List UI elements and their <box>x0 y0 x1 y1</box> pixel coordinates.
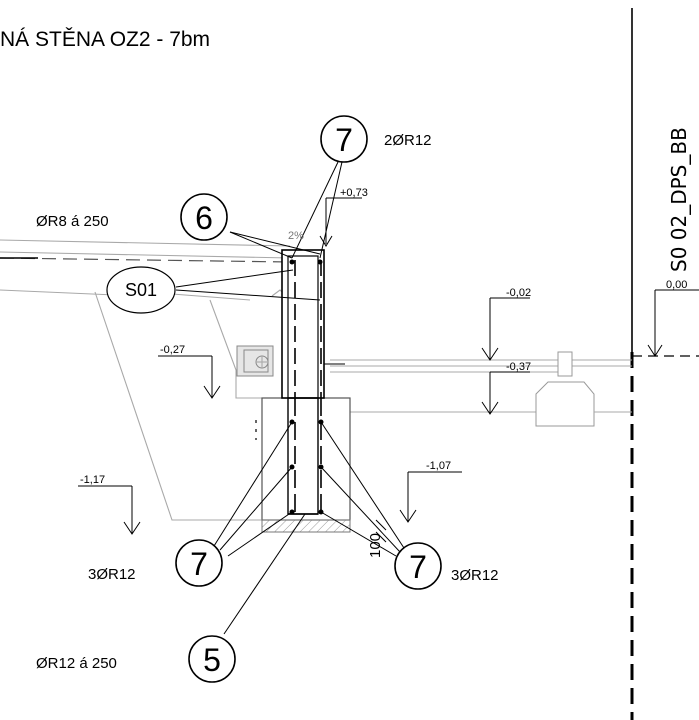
level-road-label: -0,02 <box>506 287 531 299</box>
lean-concrete-layer <box>261 519 351 533</box>
level-rail-label: -0,37 <box>506 361 531 373</box>
leader-7-left-b <box>219 466 293 551</box>
left-wall-face <box>209 299 262 399</box>
level-left-bottom-label: -1,17 <box>80 474 105 486</box>
callout-circle-5 <box>188 635 236 683</box>
level-right-bottom-label: -1,07 <box>426 460 451 472</box>
leader-7-top-a <box>291 161 339 259</box>
level-right-bottom-arrow <box>399 509 417 523</box>
left-earth-slope <box>94 291 262 521</box>
dim-tick-a <box>375 519 387 531</box>
label-stirrup-top: ØR8 á 250 <box>36 213 109 230</box>
side-label: S0 02_DPS_BB <box>667 127 691 272</box>
dim-tick-b <box>375 531 387 543</box>
label-stirrup-bottom: ØR12 á 250 <box>36 655 117 672</box>
rebar-dot <box>317 259 323 265</box>
leader-s01-a <box>175 269 294 288</box>
drain-box <box>236 345 274 377</box>
label-slope: 2% <box>288 230 304 242</box>
callout-7-right: 7 <box>409 549 427 585</box>
section-mark: S01 <box>125 280 157 300</box>
section-mark-circle <box>106 266 176 314</box>
label-top-count: 2ØR12 <box>384 132 432 149</box>
leader-s01-b <box>175 289 321 301</box>
level-left-bottom-arrow <box>123 521 141 535</box>
rail-post <box>557 351 573 377</box>
callout-circle-7-right <box>394 542 442 590</box>
leader-7-left-c <box>227 511 293 557</box>
leader-5 <box>223 513 306 635</box>
leader-7-right-b <box>320 466 401 553</box>
level-road-arrow <box>481 347 499 361</box>
callout-5: 5 <box>203 642 221 678</box>
under-slab <box>171 293 251 301</box>
level-top-arrow <box>319 235 333 247</box>
level-top-label: +0,73 <box>340 187 368 199</box>
level-walk-label: -0,27 <box>160 344 185 356</box>
deck-top-line <box>0 239 291 247</box>
drawing-title: NÁ STĚNA OZ2 - 7bm <box>0 28 210 51</box>
rail-foundation <box>535 381 595 427</box>
level-rail-arrow <box>481 401 499 415</box>
leader-7-right-a <box>320 421 405 549</box>
slope-line <box>0 289 116 296</box>
deck-dashed-line <box>0 257 291 263</box>
callout-6: 6 <box>195 200 213 236</box>
label-left-count: 3ØR12 <box>88 566 136 583</box>
leader-6 <box>229 231 293 259</box>
deck-line-2 <box>0 251 291 259</box>
label-right-count: 3ØR12 <box>451 567 499 584</box>
leader-7-right-c <box>320 511 397 557</box>
callout-7-top: 7 <box>335 122 353 158</box>
level-walk-arrow <box>203 385 221 399</box>
callout-circle-6 <box>180 193 228 241</box>
rebar-dot <box>289 259 295 265</box>
leader-7-left-a <box>213 421 293 547</box>
callout-circle-7-top <box>320 115 368 163</box>
callout-circle-7-left <box>175 539 223 587</box>
foundation-block <box>261 397 351 521</box>
level-zero-label: 0,00 <box>666 279 687 291</box>
callout-7-left: 7 <box>190 546 208 582</box>
label-dim-100: 100 <box>367 533 384 558</box>
leader-6-b <box>229 231 321 255</box>
